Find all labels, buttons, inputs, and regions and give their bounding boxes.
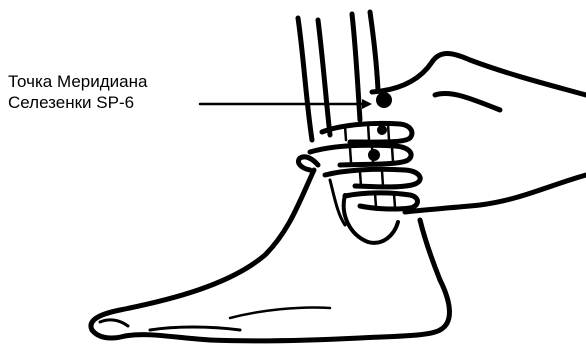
- lower-leg-outline: [298, 12, 378, 140]
- acupoint-sp6-dot: [376, 92, 392, 108]
- callout-label-line-1: Точка Меридиана: [8, 72, 147, 92]
- finger-mark-2: [368, 149, 380, 161]
- callout-label-line-2: Селезенки SP-6: [8, 93, 134, 113]
- finger-mark-1: [377, 125, 387, 135]
- hand-outline: [298, 54, 586, 213]
- callout-arrow: [200, 99, 372, 109]
